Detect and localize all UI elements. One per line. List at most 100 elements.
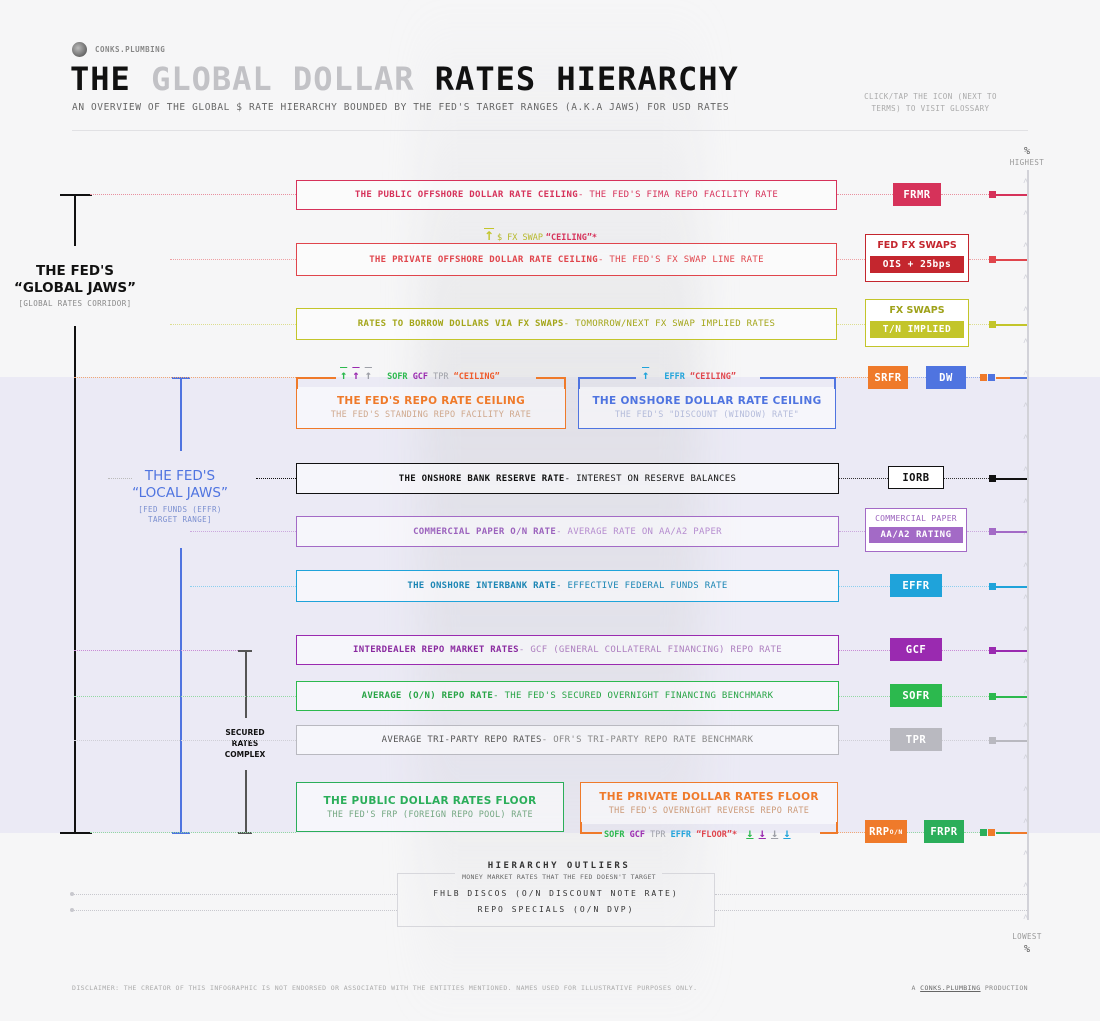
effr-right-dots (839, 586, 890, 587)
effr-tag[interactable]: EFFR (890, 574, 942, 597)
scale-chevron-icon: ˄ (1023, 369, 1029, 379)
global-jaws-label: THE FED'S “GLOBAL JAWS” (10, 263, 140, 297)
fxswap-box[interactable]: RATES TO BORROW DOLLARS VIA FX SWAPS - T… (296, 308, 837, 340)
iorb-box[interactable]: THE ONSHORE BANK RESERVE RATE - INTEREST… (296, 463, 839, 494)
dw-box[interactable]: THE ONSHORE DOLLAR RATE CEILING THE FED'… (578, 387, 836, 429)
secured-upper-line (245, 650, 247, 718)
fxline-tag-dots (969, 259, 989, 260)
dw-tag[interactable]: DW (926, 366, 966, 389)
secured-line1: SECURED (225, 728, 265, 737)
local-jaws-pointer (256, 478, 296, 479)
fxswap-title: RATES TO BORROW DOLLARS VIA FX SWAPS (357, 319, 564, 329)
effr-left-dots (190, 586, 296, 587)
outlier-item-2[interactable]: REPO SPECIALS (O/N DVP) (477, 905, 635, 914)
credit-link[interactable]: CONKS.PLUMBING (920, 984, 981, 992)
gcf-tag[interactable]: GCF (890, 638, 942, 661)
cp-box[interactable]: COMMERCIAL PAPER O/N RATE - AVERAGE RATE… (296, 516, 839, 547)
sofr-tag[interactable]: SOFR (890, 684, 942, 707)
fxline-tag[interactable]: FED FX SWAPS OIS + 25bps (865, 234, 969, 282)
credit-pre: A (911, 984, 921, 992)
outlier1-right-dots (715, 894, 1027, 895)
tpr-tag[interactable]: TPR (890, 728, 942, 751)
tpr-box[interactable]: AVERAGE TRI-PARTY REPO RATES - OFR'S TRI… (296, 725, 839, 755)
frmr-tag[interactable]: FRMR (893, 183, 941, 206)
cp-tag[interactable]: COMMERCIAL PAPER AA/A2 RATING (865, 508, 967, 552)
title-part3: RATES HIERARCHY (434, 60, 739, 98)
frmr-marker (989, 191, 996, 198)
scale-chevron-icon: ˄ (1023, 881, 1029, 891)
outlier2-left-dots (72, 910, 397, 911)
srf-sub: THE FED'S STANDING REPO FACILITY RATE (330, 410, 532, 420)
iorb-right-dots (839, 478, 888, 479)
fxswap-marker (989, 321, 996, 328)
gcf-left-dots (74, 650, 238, 651)
frp-marker (980, 829, 987, 836)
rrp-box[interactable]: THE PRIVATE DOLLAR RATES FLOOR THE FED'S… (580, 782, 838, 824)
cp-marker (989, 528, 996, 535)
dw-marker (988, 374, 995, 381)
sofr-up-arrow-icon: ↑ (340, 368, 348, 382)
secured-line2: RATES (231, 739, 259, 748)
local-jaws-sub: [FED FUNDS (EFFR) TARGET RANGE] (110, 505, 250, 525)
dw-mid-dots (908, 377, 926, 378)
frp-tag[interactable]: FRPR (924, 820, 964, 843)
global-jaws-lower-line (74, 326, 76, 832)
frp-tag-dots (964, 832, 980, 833)
cp-tag-dots (967, 531, 989, 532)
outlier-item-1[interactable]: FHLB DISCOS (O/N DISCOUNT NOTE RATE) (433, 889, 679, 898)
effr-down-arrow-icon: ↓ (783, 826, 791, 840)
iorb-title: THE ONSHORE BANK RESERVE RATE (398, 473, 565, 484)
local-jaws-line1: THE FED'S (144, 468, 216, 484)
effr-up-arrow-icon: ↑ (642, 368, 650, 382)
srf-tag[interactable]: SRFR (868, 366, 908, 389)
srf-right-edge (564, 377, 566, 389)
tpr-scale-line (996, 740, 1027, 742)
scale-chevron-icon: ˄ (1023, 753, 1029, 763)
fxline-box[interactable]: THE PRIVATE OFFSHORE DOLLAR RATE CEILING… (296, 243, 837, 276)
frmr-box[interactable]: THE PUBLIC OFFSHORE DOLLAR RATE CEILING … (296, 180, 837, 210)
scale-chevron-icon: ˄ (1023, 241, 1029, 251)
fxswap-up-arrow-icon: ↑ (484, 229, 495, 243)
local-jaws-band (0, 377, 1100, 833)
rrp-title: THE PRIVATE DOLLAR RATES FLOOR (599, 791, 819, 803)
fxline-ceiling-note: ↑ $ FX SWAP “CEILING”* (484, 229, 597, 243)
frp-title: THE PUBLIC DOLLAR RATES FLOOR (323, 794, 537, 807)
sofr-left-dots (74, 696, 296, 697)
fxswap-left-dots (170, 324, 296, 325)
brand-logo-icon (72, 42, 87, 57)
outliers-box-top-left (397, 873, 455, 874)
iorb-desc: - INTEREST ON RESERVE BALANCES (564, 473, 737, 484)
fxline-desc: - THE FED'S FX SWAP LINE RATE (597, 254, 764, 265)
tpr-up-arrow-icon: ↑ (364, 368, 372, 382)
rrp-floor-note: SOFR GCF TPR EFFR “FLOOR”* ↓ ↓ ↓ ↓ (604, 826, 791, 840)
effr-title: THE ONSHORE INTERBANK RATE (407, 581, 557, 591)
frmr-title: THE PUBLIC OFFSHORE DOLLAR RATE CEILING (354, 190, 578, 200)
rrp-bottom-left (580, 832, 602, 834)
srf-scale-line (996, 377, 1010, 379)
frp-box[interactable]: THE PUBLIC DOLLAR RATES FLOOR THE FED'S … (296, 782, 564, 832)
fxline-scale-line (996, 259, 1027, 261)
global-jaws-sub: [GLOBAL RATES CORRIDOR] (18, 299, 132, 308)
sofr-box[interactable]: AVERAGE (O/N) REPO RATE - THE FED'S SECU… (296, 681, 839, 711)
srf-c-sofr: SOFR (387, 372, 408, 382)
iorb-tag[interactable]: IORB (888, 466, 944, 489)
srf-marker (980, 374, 987, 381)
cp-tag-sub: AA/A2 RATING (869, 527, 963, 543)
gcf-box[interactable]: INTERDEALER REPO MARKET RATES - GCF (GEN… (296, 635, 839, 665)
sofr-scale-line (996, 696, 1027, 698)
secured-label: SECURED RATES COMPLEX (214, 727, 276, 760)
srf-box[interactable]: THE FED'S REPO RATE CEILING THE FED'S ST… (296, 387, 566, 429)
gcf-down-arrow-icon: ↓ (758, 826, 766, 840)
fxswap-tag[interactable]: FX SWAPS T/N IMPLIED (865, 299, 969, 347)
srf-c-tpr: TPR (433, 372, 449, 382)
outlier2-dot (70, 908, 74, 912)
glossary-hint: CLICK/TAP THE ICON (NEXT TO TERMS) TO VI… (864, 92, 997, 113)
tpr-down-arrow-icon: ↓ (770, 826, 779, 840)
frmr-desc: - THE FED'S FIMA REPO FACILITY RATE (577, 190, 779, 200)
scale-chevron-icon: ˄ (1023, 401, 1029, 411)
brand[interactable]: CONKS.PLUMBING (72, 42, 165, 57)
effr-box[interactable]: THE ONSHORE INTERBANK RATE - EFFECTIVE F… (296, 570, 839, 602)
tpr-desc: - OFR'S TRI-PARTY REPO RATE BENCHMARK (541, 735, 754, 745)
brand-label: CONKS.PLUMBING (95, 45, 166, 54)
